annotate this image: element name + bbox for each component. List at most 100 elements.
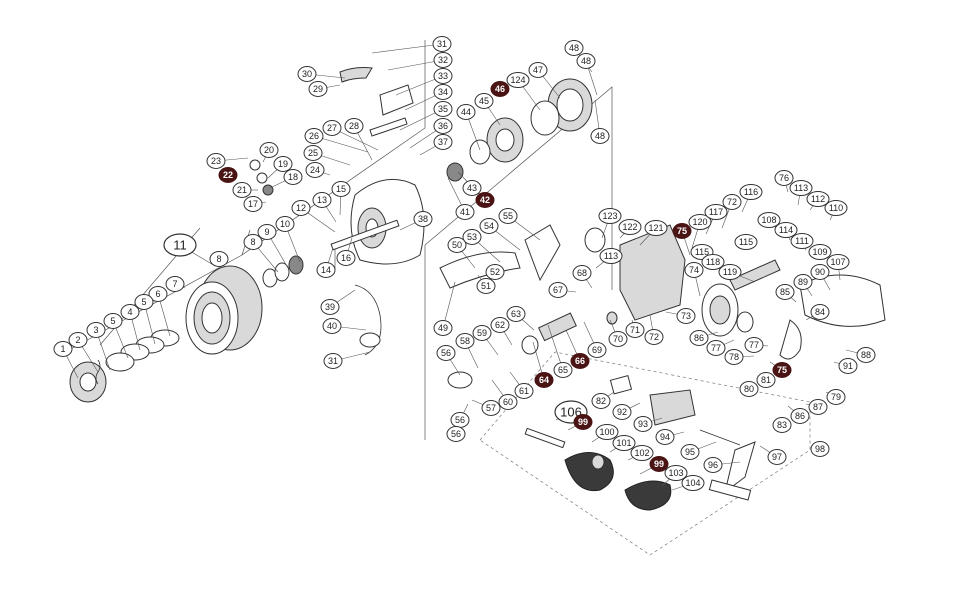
part-callout-56: 56 — [446, 426, 466, 442]
part-callout-75: 75 — [672, 223, 692, 239]
part-callout-20: 20 — [259, 142, 279, 158]
part-callout-120: 120 — [688, 214, 712, 230]
part-callout-55: 55 — [498, 208, 518, 224]
callout-label: 77 — [749, 340, 759, 350]
callout-bubble — [303, 145, 323, 161]
callout-bubble — [481, 400, 501, 416]
callout-label: 14 — [321, 265, 331, 275]
callout-label: 112 — [811, 194, 825, 204]
callout-bubble — [446, 426, 466, 442]
part-callout-31: 31 — [432, 36, 452, 52]
callout-bubble — [462, 229, 482, 245]
part-callout-107: 107 — [826, 254, 850, 270]
callout-label: 40 — [327, 321, 337, 331]
part-callout-2: 2 — [68, 332, 88, 348]
callout-bubble — [706, 340, 726, 356]
callout-bubble — [53, 341, 73, 357]
callout-label: 58 — [460, 336, 470, 346]
part-callout-27: 27 — [322, 120, 342, 136]
callout-bubble — [824, 200, 848, 216]
callout-label: 123 — [602, 211, 617, 221]
callout-label: 22 — [223, 170, 233, 180]
callout-bubble — [472, 325, 492, 341]
part-callout-34: 34 — [433, 84, 453, 100]
callout-label: 60 — [503, 397, 513, 407]
callout-bubble — [433, 320, 453, 336]
part-callout-65: 65 — [553, 362, 573, 378]
callout-bubble — [548, 282, 568, 298]
part-callout-109: 109 — [808, 244, 832, 260]
callout-bubble — [455, 204, 475, 220]
part-callout-37: 37 — [433, 134, 453, 150]
part-callout-44: 44 — [456, 104, 476, 120]
callout-bubble — [810, 441, 830, 457]
callout-label: 44 — [461, 107, 471, 117]
callout-bubble — [826, 254, 850, 270]
callout-label: 5 — [141, 297, 146, 307]
part-callout-113: 113 — [789, 180, 813, 196]
callout-bubble — [790, 408, 810, 424]
callout-bubble — [774, 170, 794, 186]
part-callout-90: 90 — [810, 264, 830, 280]
callout-label: 64 — [539, 375, 549, 385]
callout-label: 91 — [843, 361, 853, 371]
callout-label: 49 — [438, 323, 448, 333]
callout-bubble — [734, 234, 758, 250]
callout-bubble — [767, 449, 787, 465]
part-callout-11: 11 — [163, 233, 197, 257]
callout-bubble — [275, 216, 295, 232]
callout-label: 8 — [216, 254, 221, 264]
part-callout-41: 41 — [455, 204, 475, 220]
callout-label: 122 — [622, 222, 637, 232]
callout-label: 90 — [815, 267, 825, 277]
callout-bubble — [331, 181, 351, 197]
part-callout-71: 71 — [625, 322, 645, 338]
part-callout-5: 5 — [134, 294, 154, 310]
part-callout-5: 5 — [103, 313, 123, 329]
part-callout-91: 91 — [838, 358, 858, 374]
callout-label: 30 — [302, 69, 312, 79]
callout-label: 34 — [438, 87, 448, 97]
part-callout-31: 31 — [323, 353, 343, 369]
callout-bubble — [514, 383, 534, 399]
callout-bubble — [308, 81, 328, 97]
callout-bubble — [688, 214, 712, 230]
callout-bubble — [259, 142, 279, 158]
part-callout-78: 78 — [724, 349, 744, 365]
callout-label: 66 — [575, 356, 585, 366]
callout-label: 45 — [479, 96, 489, 106]
part-callout-48: 48 — [590, 128, 610, 144]
part-callout-68: 68 — [572, 265, 592, 281]
callout-label: 56 — [451, 429, 461, 439]
callout-label: 88 — [861, 350, 871, 360]
callout-label: 72 — [727, 197, 737, 207]
part-callout-46: 46 — [490, 81, 510, 97]
callout-label: 89 — [798, 277, 808, 287]
callout-label: 74 — [689, 265, 699, 275]
part-callout-72: 72 — [644, 329, 664, 345]
callout-bubble — [305, 162, 325, 178]
callout-bubble — [534, 372, 554, 388]
callout-bubble — [232, 182, 252, 198]
part-callout-123: 123 — [598, 208, 622, 224]
callout-bubble — [165, 276, 185, 292]
callout-label: 102 — [634, 448, 649, 458]
callout-label: 95 — [685, 447, 695, 457]
part-callout-30: 30 — [297, 66, 317, 82]
callout-label: 9 — [264, 227, 269, 237]
part-callout-64: 64 — [534, 372, 554, 388]
callout-label: 86 — [795, 411, 805, 421]
callout-label: 48 — [581, 56, 591, 66]
part-callout-86: 86 — [689, 330, 709, 346]
spool-assembly — [69, 255, 304, 403]
callout-label: 97 — [772, 452, 782, 462]
callout-bubble — [790, 233, 814, 249]
callout-bubble — [433, 101, 453, 117]
callout-label: 106 — [560, 405, 582, 420]
callout-label: 87 — [813, 402, 823, 412]
part-callout-70: 70 — [608, 331, 628, 347]
part-callout-39: 39 — [320, 299, 340, 315]
callout-label: 111 — [795, 236, 809, 246]
callout-bubble — [498, 394, 518, 410]
